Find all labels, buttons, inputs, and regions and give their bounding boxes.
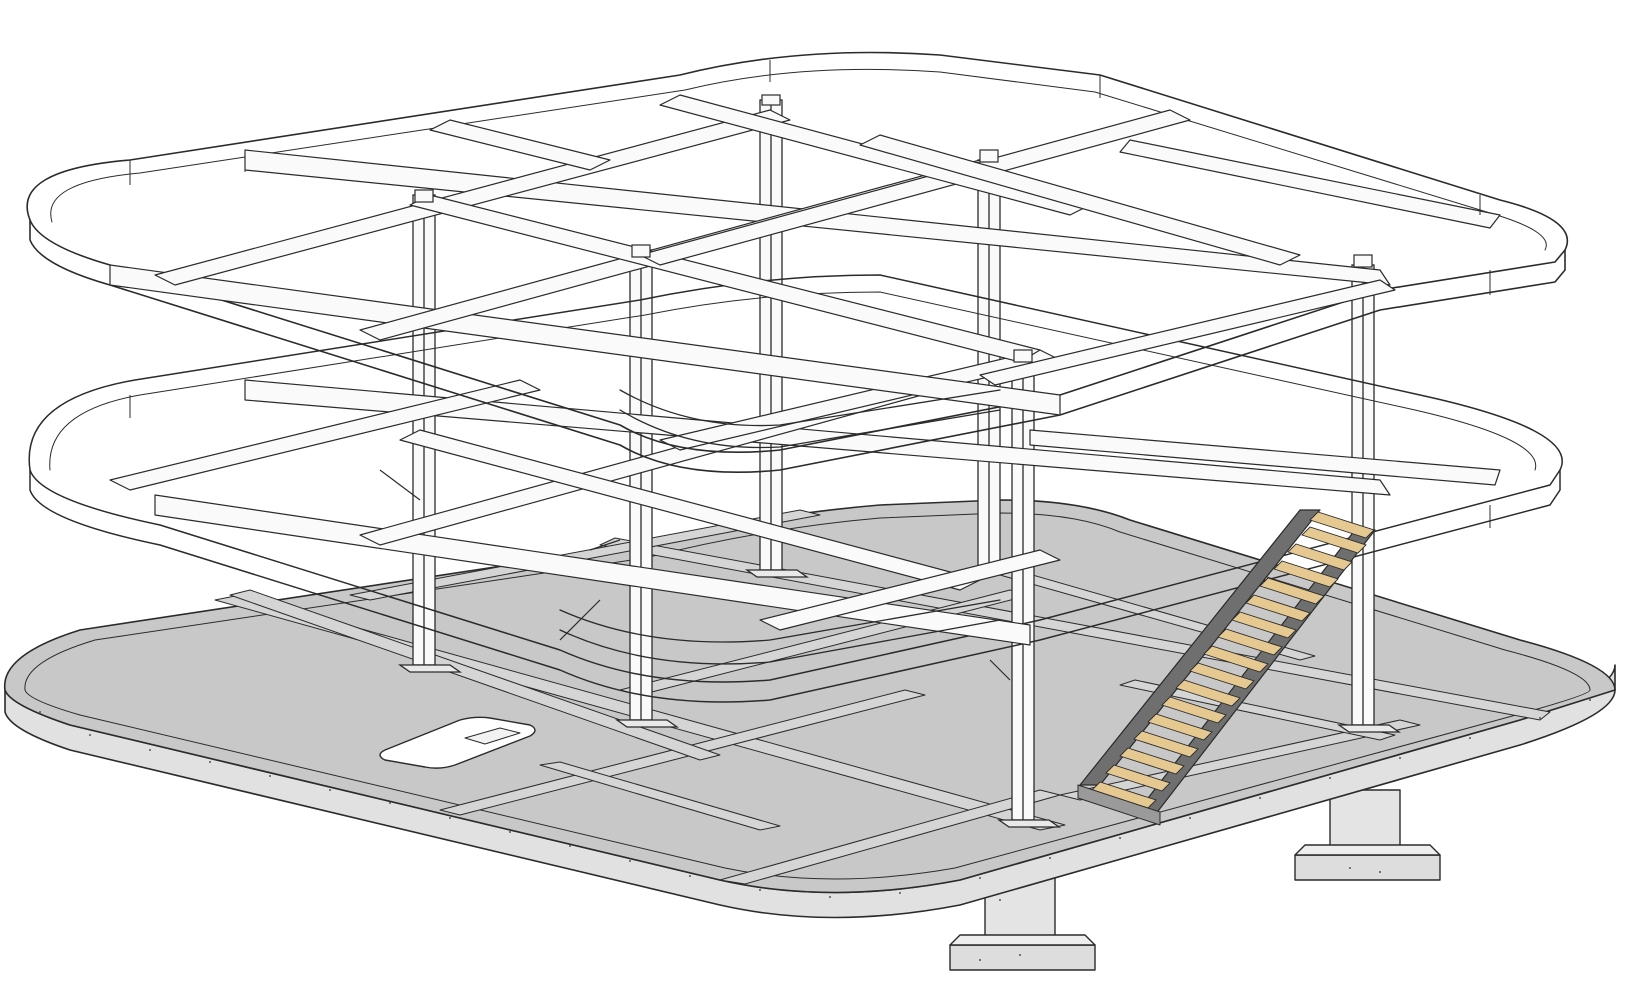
pile-cap-right (1294, 789, 1441, 881)
column-5 (996, 354, 1062, 828)
stair (1077, 509, 1376, 826)
slab-opening (379, 716, 536, 769)
roof-frame (26, 51, 1569, 528)
column-3 (744, 99, 810, 578)
column-6 (1336, 264, 1402, 733)
pile-cap-front (949, 874, 1096, 971)
